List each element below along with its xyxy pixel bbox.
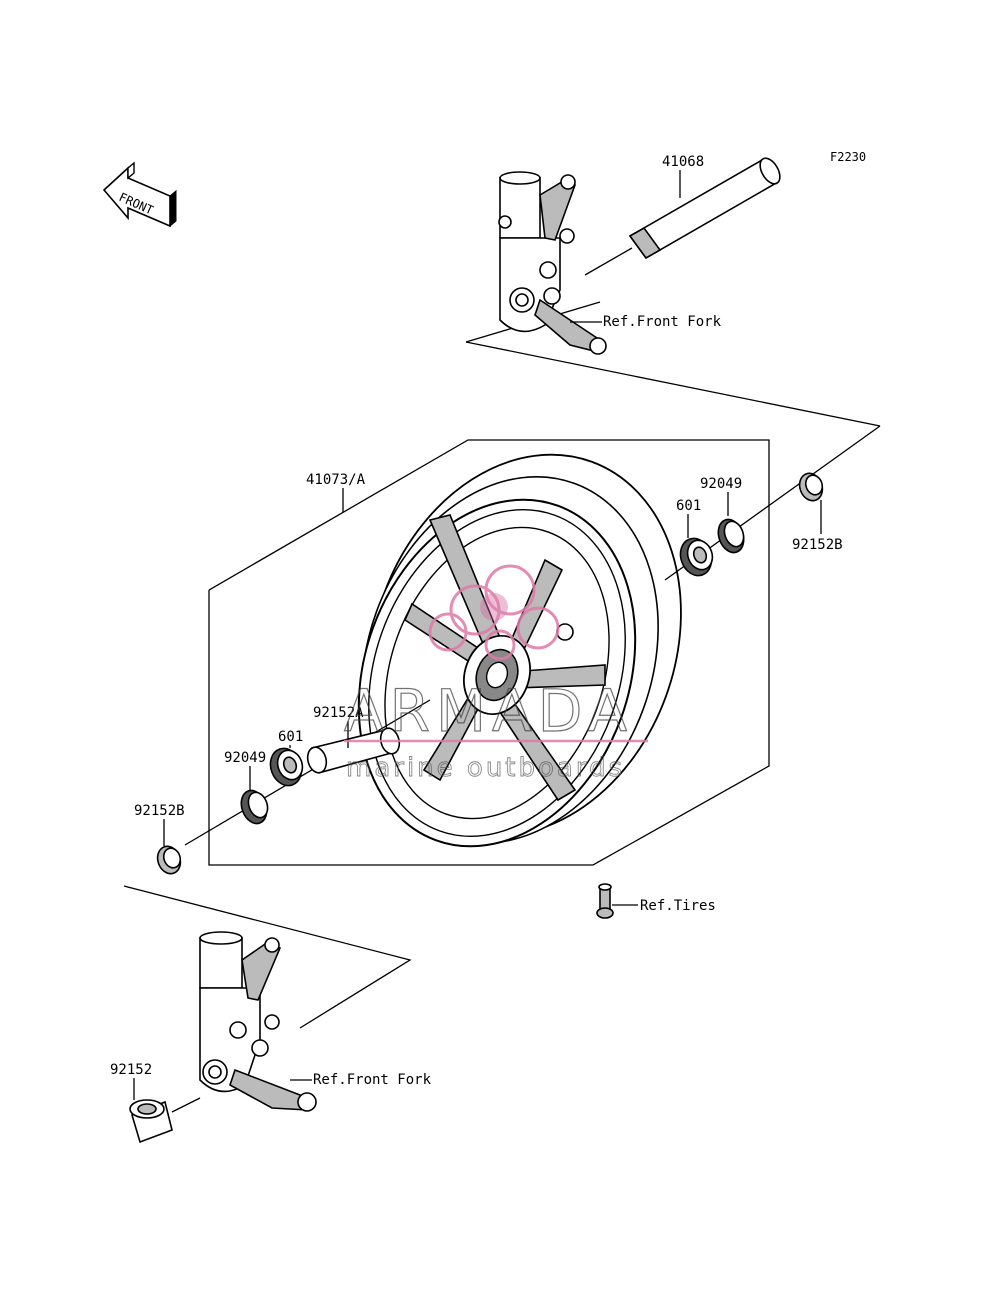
collar-right-part-number: 92152B (792, 537, 843, 553)
collar-fork-part-number: 92152 (110, 1062, 152, 1078)
ref-front-fork-upper: Ref.Front Fork (603, 314, 722, 330)
seal-right (717, 518, 745, 554)
seal-left (240, 789, 269, 825)
bearing-right-part-number: 601 (676, 498, 701, 514)
collar-left-part-number: 92152B (134, 803, 185, 819)
ref-tires: Ref.Tires (640, 898, 716, 914)
collar-fork (129, 1099, 173, 1144)
seal-right-part-number: 92049 (700, 476, 742, 492)
watermark-brand: ARMADA (344, 677, 633, 745)
bearing-left (269, 747, 304, 787)
bearing-left-part-number: 601 (278, 729, 303, 745)
collar-center-part-number: 92152A (313, 705, 364, 721)
ref-front-fork-lower: Ref.Front Fork (313, 1072, 432, 1088)
diagram-code: F2230 (830, 150, 866, 164)
collar-left (156, 845, 182, 875)
tire-valve (596, 883, 614, 919)
front-fork-upper-right (498, 171, 607, 355)
axle-part-number: 41068 (662, 154, 704, 170)
front-wheel (357, 453, 682, 848)
armada-logo (428, 564, 560, 661)
wheel-part-number: 41073/A (306, 472, 366, 488)
watermark-tagline: marine outboards (346, 753, 625, 783)
bearing-right (679, 537, 714, 577)
front-fork-lower-left (199, 931, 317, 1112)
front-axle (584, 157, 781, 276)
seal-left-part-number: 92049 (224, 750, 266, 766)
collar-right (798, 472, 824, 502)
front-direction-arrow-icon: FRONT (102, 161, 177, 228)
